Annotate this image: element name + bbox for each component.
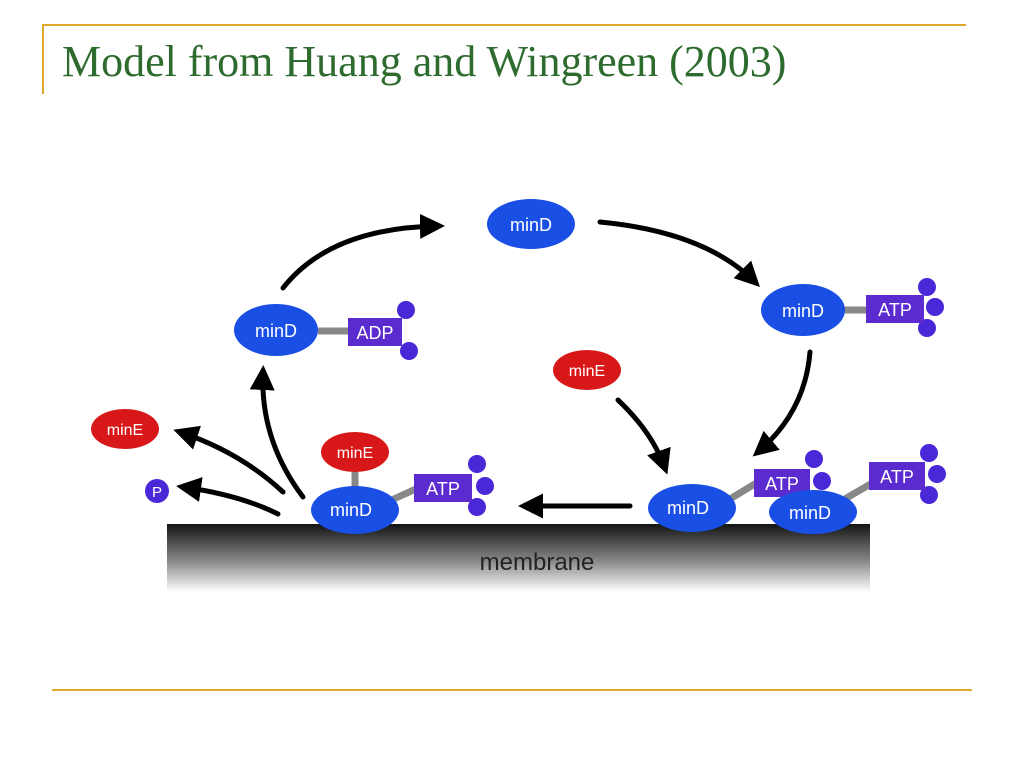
arrow-to-free-mind [280, 213, 445, 291]
arrow-mine-to-membrane [615, 397, 671, 475]
free-mind: minD [487, 199, 575, 249]
released-phosphate: P [145, 479, 169, 503]
free-mine-incoming: minE [553, 350, 621, 390]
phosphate-dot [468, 498, 486, 516]
membrane-mind-atp-b: ATP minD [769, 444, 946, 534]
adp-label: ADP [356, 323, 393, 343]
left-rule [42, 24, 44, 94]
phosphate-dot [813, 472, 831, 490]
arrow-mind-atp-to-membrane [752, 349, 813, 457]
phosphate-dot [928, 465, 946, 483]
bound-mind-a-label: minD [667, 498, 709, 518]
bound-mine-label: minE [337, 445, 373, 462]
arrow-to-phosphate [176, 477, 281, 517]
membrane-mind-atp-mine-complex: ATP minD minE [311, 432, 494, 534]
mine-released-label: minE [107, 422, 143, 439]
membrane: membrane [167, 524, 870, 592]
bottom-rule [52, 689, 972, 691]
phosphate-dot [468, 455, 486, 473]
mind-atp-complex: ATP minD [761, 278, 944, 337]
arrow-to-free-mine [173, 425, 286, 495]
phosphate-dot [918, 319, 936, 337]
atp-label: ATP [878, 300, 912, 320]
bound-atp-a-label: ATP [765, 474, 799, 494]
arrow-to-mind-adp [249, 365, 306, 500]
phosphate-dot [476, 477, 494, 495]
bound-mind-label: minD [330, 500, 372, 520]
phosphate-label: P [152, 484, 162, 501]
mind-atp-mind-label: minD [782, 301, 824, 321]
mind-adp-mind-label: minD [255, 321, 297, 341]
slide-title: Model from Huang and Wingreen (2003) [62, 37, 787, 86]
arrow-to-mind-atp [597, 219, 760, 287]
phosphate-dot [920, 444, 938, 462]
mind-adp-complex: ADP minD [234, 301, 418, 360]
phosphate-dot [918, 278, 936, 296]
mine-incoming-label: minE [569, 363, 605, 380]
top-rule [42, 24, 966, 26]
phosphate-dot [920, 486, 938, 504]
phosphate-dot [397, 301, 415, 319]
bound-atp-label: ATP [426, 479, 460, 499]
bound-mind-b-label: minD [789, 503, 831, 523]
phosphate-dot [805, 450, 823, 468]
phosphate-dot [400, 342, 418, 360]
free-mind-label: minD [510, 215, 552, 235]
bound-atp-b-label: ATP [880, 467, 914, 487]
membrane-label: membrane [480, 549, 595, 576]
phosphate-dot [926, 298, 944, 316]
free-mine-released: minE [91, 409, 159, 449]
